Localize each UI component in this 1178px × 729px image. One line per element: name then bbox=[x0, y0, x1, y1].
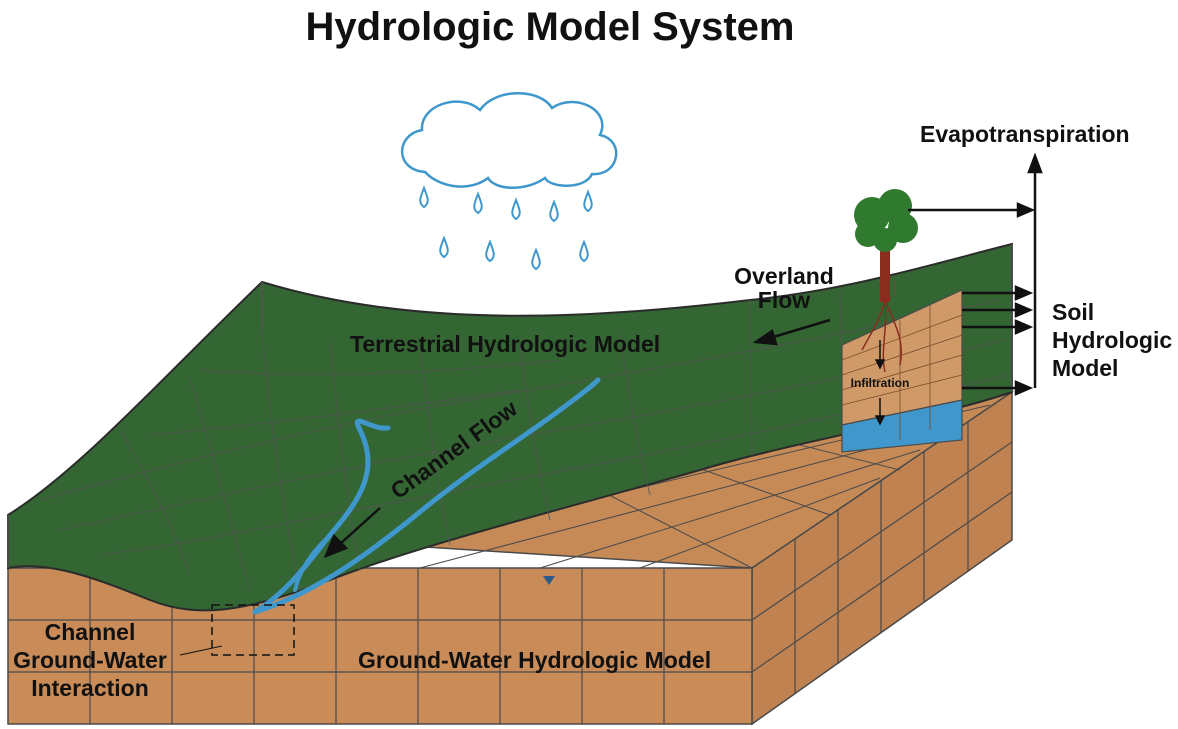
raindrops bbox=[419, 185, 593, 271]
channel-stream bbox=[252, 377, 601, 615]
arrow-icon bbox=[1014, 285, 1034, 301]
raindrop-icon bbox=[419, 185, 429, 209]
arrow-icon bbox=[1016, 202, 1036, 218]
raindrop-icon bbox=[531, 247, 541, 271]
soil-model-label-line3: Model bbox=[1052, 355, 1118, 381]
tree-roots bbox=[861, 299, 903, 373]
arrow-icon bbox=[1014, 380, 1034, 396]
channel-gw-label-line3: Interaction bbox=[31, 675, 149, 701]
soil-model-label-line2: Hydrologic bbox=[1052, 327, 1172, 353]
infiltration-label: Infiltration bbox=[851, 376, 910, 390]
water-table-marker-icon bbox=[543, 576, 555, 585]
raindrop-icon bbox=[485, 239, 495, 263]
soil-column: Infiltration bbox=[841, 289, 963, 453]
arrow-icon bbox=[1014, 319, 1034, 335]
raindrop-icon bbox=[549, 199, 559, 223]
raindrop-icon bbox=[583, 189, 593, 213]
frame-lines bbox=[7, 244, 1013, 568]
arrows bbox=[323, 152, 1043, 559]
arrow-icon bbox=[1027, 152, 1043, 174]
terrestrial-model-label: Terrestrial Hydrologic Model bbox=[350, 331, 660, 357]
arrow-icon bbox=[323, 533, 349, 559]
arrow-icon bbox=[1014, 302, 1034, 318]
tree-icon bbox=[854, 189, 918, 302]
infiltration-arrows bbox=[874, 340, 886, 426]
raindrop-icon bbox=[579, 239, 589, 263]
channel-gw-label-line1: Channel bbox=[45, 619, 136, 645]
water-table bbox=[841, 399, 963, 453]
groundwater-model-label: Ground-Water Hydrologic Model bbox=[358, 647, 711, 673]
terrestrial-surface bbox=[7, 242, 1013, 612]
diagram-title: Hydrologic Model System bbox=[306, 5, 795, 49]
raindrop-icon bbox=[511, 197, 521, 221]
raindrop-icon bbox=[439, 235, 449, 259]
cloud-icon bbox=[400, 92, 618, 189]
soil-model-label-line1: Soil bbox=[1052, 299, 1094, 325]
overland-flow-label-line2: Flow bbox=[758, 287, 810, 313]
overland-flow-label-line1: Overland bbox=[734, 263, 834, 289]
channel-gw-label-line2: Ground-Water bbox=[13, 647, 167, 673]
green-sheet bbox=[7, 242, 1013, 612]
soil-right-grid bbox=[751, 422, 1013, 694]
evapotranspiration-label: Evapotranspiration bbox=[920, 121, 1130, 147]
raindrop-icon bbox=[473, 191, 483, 215]
interaction-box bbox=[211, 604, 295, 656]
arrow-icon bbox=[752, 329, 778, 346]
interaction-leader bbox=[179, 645, 223, 656]
